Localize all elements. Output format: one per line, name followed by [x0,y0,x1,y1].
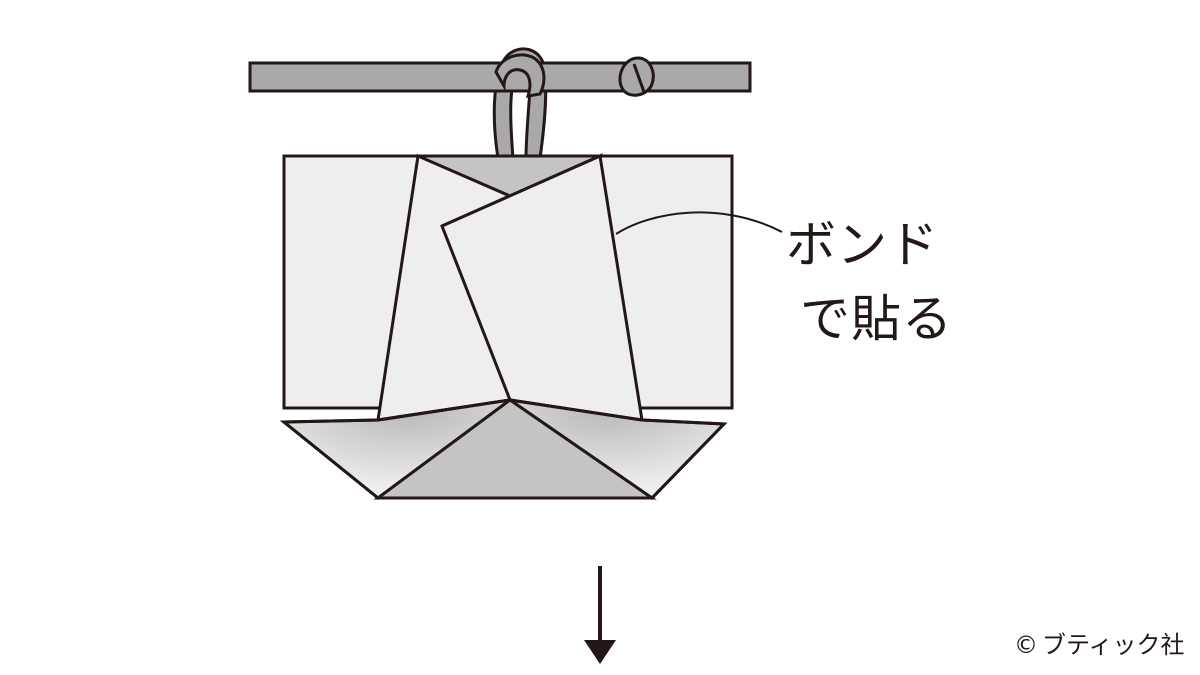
rod-knot [618,56,655,97]
bag-bottom [279,398,728,500]
copyright-text: ブティック社 [1042,631,1185,659]
copyright-symbol: © [1014,631,1038,659]
string-wrap [494,53,546,98]
annotation-leader-line [615,211,783,235]
annotation-line-1: ボンド [786,216,939,274]
down-arrow-icon [584,566,616,664]
annotation-line-2: で貼る [800,290,953,348]
